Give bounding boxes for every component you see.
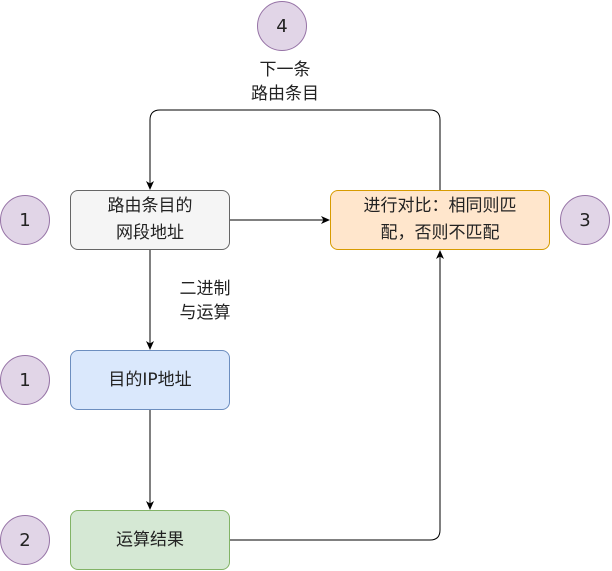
step-marker-destination-ip: 1 <box>0 355 50 405</box>
step-marker-result: 2 <box>0 515 50 565</box>
node-operation-result: 运算结果 <box>70 510 230 570</box>
step-marker-route-entry: 1 <box>0 195 50 245</box>
node-operation-result-label: 运算结果 <box>116 529 184 550</box>
edge-result-to-compare <box>230 250 444 541</box>
edge-compare-loop-to-route <box>146 109 441 190</box>
node-destination-ip-label: 目的IP地址 <box>108 369 192 390</box>
step-marker-compare: 3 <box>560 195 610 245</box>
edge-label-next-route-entry: 下一条 路由条目 <box>225 58 345 106</box>
step-marker-next-entry: 4 <box>257 1 307 51</box>
node-destination-ip: 目的IP地址 <box>70 350 230 410</box>
node-compare: 进行对比：相同则匹 配，否则不匹配 <box>330 190 550 250</box>
node-route-entry-network: 路由条目的 网段地址 <box>70 190 230 250</box>
node-compare-label: 进行对比：相同则匹 配，否则不匹配 <box>363 196 517 243</box>
edge-label-binary-and: 二进制 与运算 <box>168 277 242 325</box>
node-route-entry-label: 路由条目的 网段地址 <box>107 196 193 243</box>
